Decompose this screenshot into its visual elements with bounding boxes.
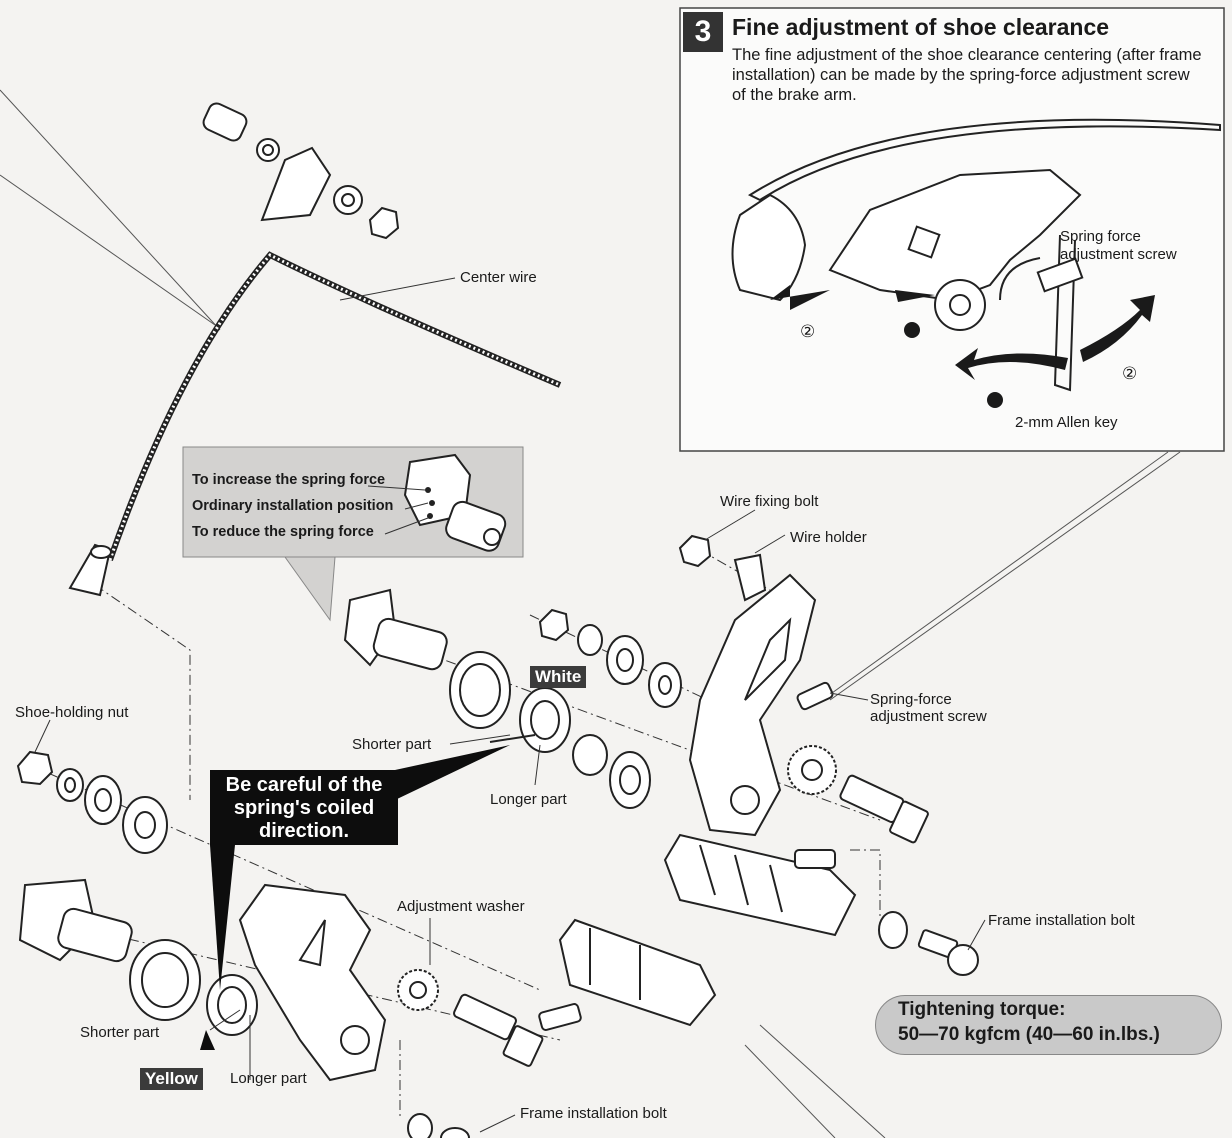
torque-box: Tightening torque: 50—70 kgfcm (40—60 in… (875, 995, 1222, 1055)
inset-marker-2-left: ② (800, 322, 816, 341)
label-spring-force-screw: Spring-force adjustment screw (870, 691, 987, 725)
label-wire-holder: Wire holder (790, 529, 867, 546)
label-shorter-part-top: Shorter part (352, 736, 432, 753)
label-longer-part-bottom: Longer part (230, 1070, 307, 1087)
white-tag: White (530, 666, 587, 688)
callout-ordinary: Ordinary installation position (192, 498, 394, 514)
warning-pointers (210, 745, 510, 990)
right-brake-shoe (663, 833, 979, 976)
right-brake-arm (678, 534, 929, 844)
label-frame-bolt-bottom: Frame installation bolt (520, 1105, 667, 1122)
inset-body: The fine adjustment of the shoe clearanc… (732, 46, 1202, 104)
yellow-tag: Yellow (140, 1068, 203, 1090)
label-longer-part-top: Longer part (490, 791, 567, 808)
wire-clamp-assembly (202, 102, 400, 240)
center-wire (107, 251, 562, 561)
callout-reduce: To reduce the spring force (192, 524, 374, 540)
torque-title: Tightening torque: (898, 999, 1066, 1020)
spring-arm-parts (343, 588, 682, 809)
label-wire-fixing-bolt: Wire fixing bolt (720, 493, 819, 510)
label-shoe-holding-nut: Shoe-holding nut (15, 704, 129, 721)
inset-marker-2-right: ② (1122, 364, 1138, 383)
label-frame-bolt-right: Frame installation bolt (988, 912, 1135, 929)
inset-allen-key-label: 2-mm Allen key (1015, 414, 1118, 431)
inset-title: Fine adjustment of shoe clearance (732, 14, 1110, 40)
left-spring-unit (18, 878, 258, 1036)
label-shorter-part-bottom: Shorter part (80, 1024, 160, 1041)
step-number-badge: 3 (683, 12, 723, 52)
bottom-bolt (407, 1113, 470, 1138)
leader-lines (34, 509, 986, 1133)
left-shoe-nut-washers (16, 750, 168, 854)
warning-box: Be careful of the spring's coiled direct… (210, 770, 398, 845)
wire-end-fitting (68, 543, 112, 597)
label-center-wire: Center wire (460, 269, 537, 286)
spring-force-callout-box (182, 446, 524, 622)
inset-spring-force-label: Spring force adjustment screw (1060, 228, 1177, 263)
torque-value: 50—70 kgfcm (40—60 in.lbs.) (898, 1024, 1160, 1045)
callout-increase: To increase the spring force (192, 472, 386, 488)
left-brake-arm (238, 883, 544, 1082)
guide-lines (0, 89, 1181, 1138)
inset-arrows (770, 285, 1155, 408)
left-brake-shoe (538, 918, 717, 1031)
label-adjustment-washer: Adjustment washer (397, 898, 525, 915)
yellow-tag-arrow (200, 1030, 215, 1050)
inset-illustration (731, 118, 1221, 392)
